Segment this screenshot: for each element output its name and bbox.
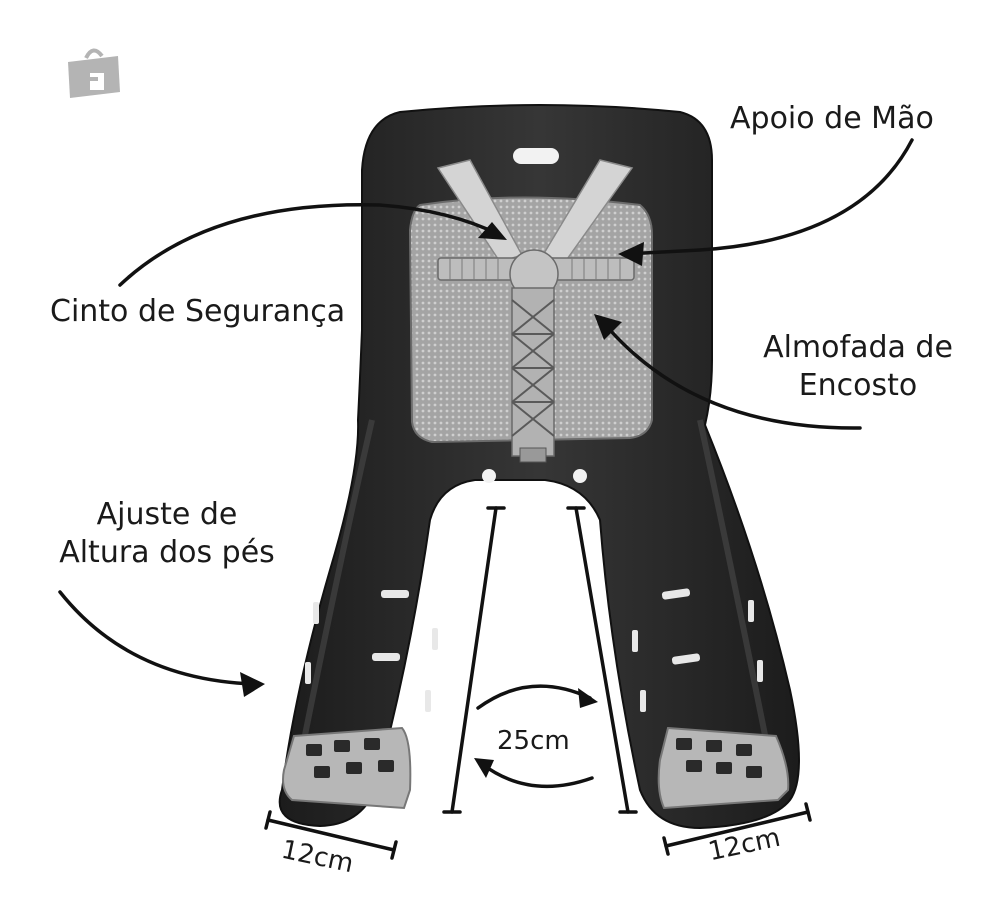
label-hand-support: Apoio de Mão — [730, 101, 934, 136]
label-back-cushion: Almofada de Encosto — [758, 329, 958, 405]
dim-line-left-leg — [450, 506, 498, 814]
seat-shell — [278, 104, 800, 830]
arrowhead-apoio-icon — [618, 242, 644, 266]
arrow-ajuste — [58, 590, 257, 686]
footrest-left — [282, 726, 412, 810]
arrow-25-bottom — [480, 762, 594, 789]
arrow-25-top — [476, 684, 592, 710]
dim-line-right-leg — [574, 506, 630, 814]
dim-line-footrest-right — [664, 810, 810, 848]
arrowhead-25-top-icon — [578, 688, 598, 708]
label-back-cushion-line2: Encosto — [798, 368, 918, 403]
footrest-right — [657, 726, 790, 810]
arrow-apoio — [623, 138, 914, 256]
arrowhead-cinto-icon — [478, 222, 507, 240]
dimension-lines — [264, 506, 812, 860]
shopping-bag-logo-icon — [68, 48, 120, 98]
annotation-arrows — [58, 138, 914, 789]
arrow-heads — [240, 222, 644, 778]
arrowhead-25-bottom-icon — [474, 758, 494, 778]
label-width-between: 25cm — [497, 726, 570, 756]
arrowhead-ajuste-icon — [240, 672, 265, 697]
arrowhead-almofada-icon — [594, 314, 622, 340]
dim-line-footrest-left — [266, 818, 396, 852]
label-foot-height-line2: Altura dos pés — [59, 535, 275, 570]
label-seat-belt: Cinto de Segurança — [50, 294, 346, 329]
label-foot-height-adjust: Ajuste de Altura dos pés — [42, 496, 292, 572]
arrow-cinto — [118, 202, 502, 287]
label-foot-height-line1: Ajuste de — [96, 497, 238, 532]
label-back-cushion-line1: Almofada de — [763, 330, 953, 365]
arrow-almofada — [608, 328, 862, 430]
